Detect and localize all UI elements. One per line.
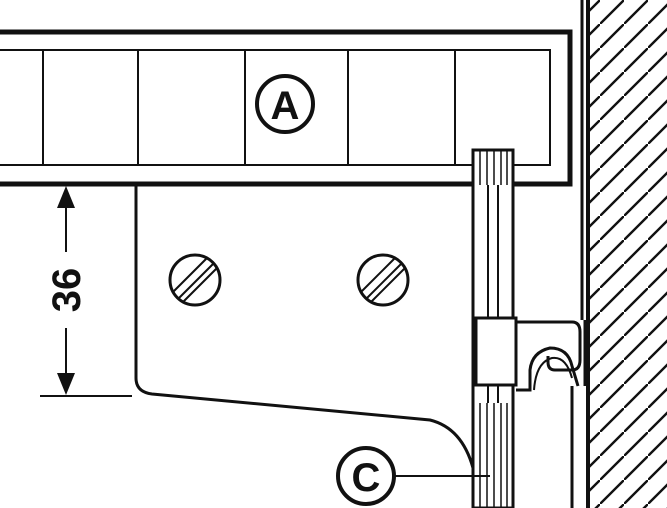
dimension-arrow-up	[57, 186, 75, 208]
wall	[586, 0, 667, 508]
label-a: A	[271, 84, 300, 128]
label-a-callout: A	[255, 74, 315, 134]
screw-right	[356, 253, 410, 307]
mounting-plate	[134, 184, 475, 469]
dimension-36: 36	[40, 186, 132, 397]
hinge-clip	[474, 0, 587, 508]
screw-left	[168, 253, 222, 307]
label-c-callout: C	[336, 446, 490, 506]
label-c: C	[352, 456, 381, 500]
dimension-arrow-down	[57, 373, 75, 395]
dimension-value: 36	[45, 268, 89, 313]
